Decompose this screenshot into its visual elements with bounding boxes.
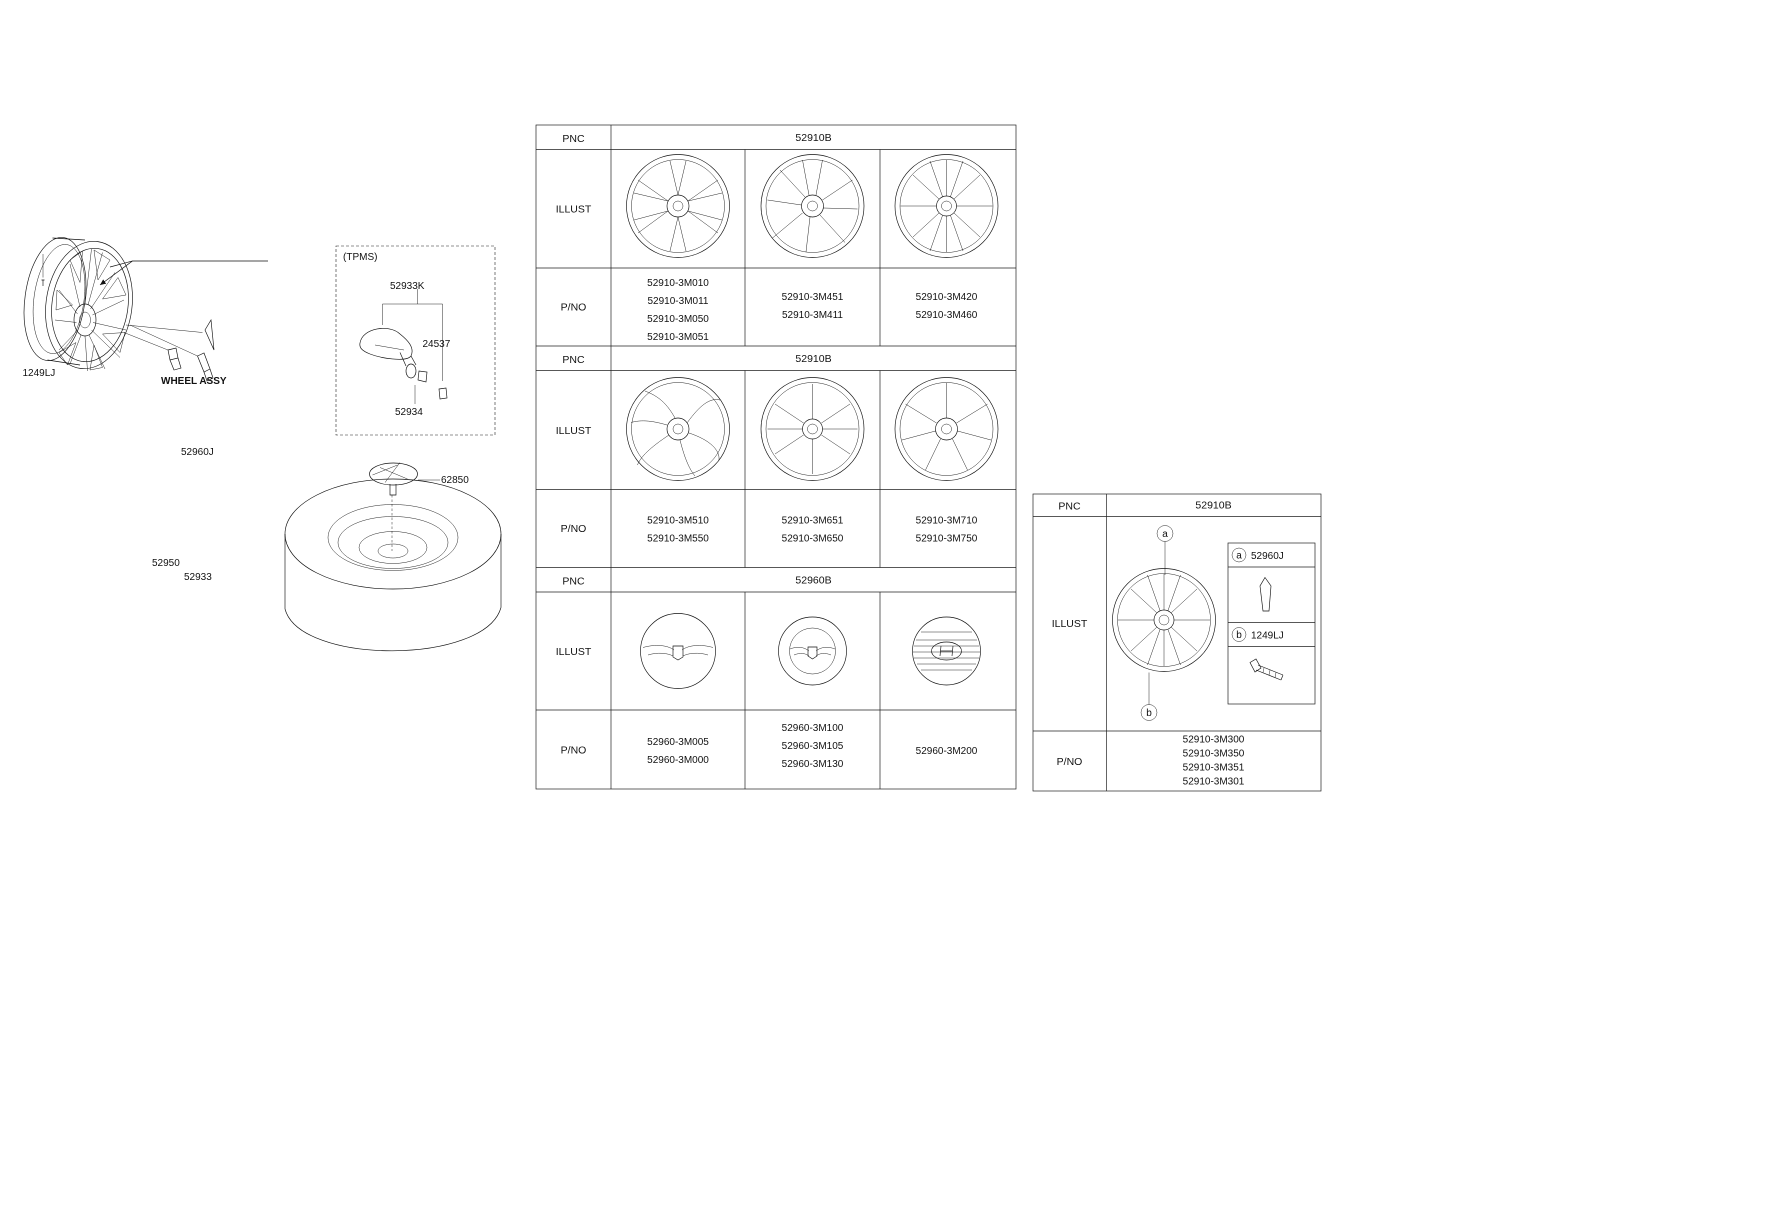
s2-c2-pno-2: 52910-3M650: [782, 534, 844, 545]
side-pnc-label: PNC: [1058, 501, 1081, 513]
s2-pnc-value: 52910B: [795, 353, 831, 365]
s3-c3-pno-1: 52960-3M200: [916, 746, 978, 757]
label-1249lj: 1249LJ: [23, 368, 56, 379]
alloy-wheel-window-icon: [894, 377, 999, 481]
wheel-assy-illustration: [23, 237, 133, 372]
s3-c2-pno-1: 52960-3M100: [782, 723, 844, 734]
center-cap-genesis-wing-small-icon: [778, 616, 847, 686]
label-24537: 24537: [423, 339, 451, 350]
s1-c3-pno-1: 52910-3M420: [916, 292, 978, 303]
side-pno-2: 52910-3M350: [1183, 749, 1245, 760]
tpms-box: [335, 245, 496, 436]
s3-pnc-label: PNC: [562, 576, 585, 588]
s2-c2-pno-1: 52910-3M651: [782, 516, 844, 527]
alloy-wheel-10-spoke-icon: [626, 154, 730, 258]
s1-c1-pno-1: 52910-3M010: [647, 278, 709, 289]
side-pno-1: 52910-3M300: [1183, 735, 1245, 746]
s2-c3-pno-1: 52910-3M710: [916, 516, 978, 527]
s1-c1-pno-2: 52910-3M011: [648, 296, 709, 307]
alloy-wheel-split-spoke-icon: [760, 154, 865, 258]
emblem-52960j-icon: [1259, 576, 1272, 612]
s2-c3-pno-2: 52910-3M750: [916, 534, 978, 545]
side-callout-a: a: [1162, 529, 1168, 540]
label-52950: 52950: [152, 558, 180, 569]
wheel-assy-label: WHEEL ASSY: [161, 376, 227, 387]
side-callout-b: b: [1146, 708, 1152, 719]
emblem-52960j-illustration: [125, 318, 215, 351]
s2-c1-pno-1: 52910-3M510: [647, 516, 709, 527]
alloy-wheel-petal-icon: [760, 377, 865, 481]
s3-c2-pno-2: 52960-3M105: [782, 741, 844, 752]
s1-pnc-value: 52910B: [795, 132, 831, 144]
side-inner-a: a: [1236, 551, 1242, 562]
s1-c2-pno-2: 52910-3M411: [782, 310, 843, 321]
s2-c1-pno-2: 52910-3M550: [647, 534, 709, 545]
valve-52933-illustration: [129, 324, 214, 382]
center-cap-hyundai-icon: [912, 616, 981, 686]
s2-pnc-label: PNC: [562, 354, 585, 366]
side-part-b-number: 1249LJ: [1251, 631, 1284, 642]
s2-illust-label: ILLUST: [556, 425, 592, 437]
s1-c1-pno-4: 52910-3M051: [647, 332, 709, 343]
side-pno-label: P/NO: [1057, 756, 1083, 768]
bolt-1249lj-illustration: [41, 254, 45, 286]
label-52933k: 52933K: [390, 281, 425, 292]
s3-c2-pno-3: 52960-3M130: [782, 759, 844, 770]
label-52933: 52933: [184, 572, 212, 583]
s1-pno-label: P/NO: [561, 302, 587, 314]
s3-pnc-value: 52960B: [795, 575, 831, 587]
s3-illust-label: ILLUST: [556, 646, 592, 658]
side-illust-label: ILLUST: [1052, 618, 1088, 630]
alloy-wheel-twist-spoke-icon: [626, 377, 730, 481]
side-parts-table: [1032, 493, 1322, 792]
tpms-title: (TPMS): [343, 252, 377, 263]
wheel-assy-leader: [99, 260, 268, 286]
side-inner-b: b: [1236, 630, 1242, 641]
s1-c1-pno-3: 52910-3M050: [647, 314, 709, 325]
side-part-a-number: 52960J: [1251, 551, 1284, 562]
s3-c1-pno-1: 52960-3M005: [647, 737, 709, 748]
s3-pno-label: P/NO: [561, 745, 587, 757]
label-62850: 62850: [441, 475, 469, 486]
nut-52950-illustration: [123, 332, 182, 371]
s3-c1-pno-2: 52960-3M000: [647, 755, 709, 766]
s1-c3-pno-2: 52910-3M460: [916, 310, 978, 321]
side-pnc-value: 52910B: [1195, 500, 1231, 512]
s1-illust-label: ILLUST: [556, 204, 592, 216]
alloy-wheel-multi-spoke-icon: [894, 154, 999, 258]
side-pno-4: 52910-3M301: [1183, 777, 1245, 788]
bolt-1249lj-icon: [1249, 658, 1284, 681]
spare-tire-illustration: [284, 462, 502, 652]
center-cap-genesis-wing-icon: [640, 613, 716, 689]
s2-pno-label: P/NO: [561, 523, 587, 535]
label-52960j: 52960J: [181, 447, 214, 458]
s1-c2-pno-1: 52910-3M451: [782, 292, 844, 303]
main-parts-table: [535, 124, 1017, 790]
s1-pnc-label: PNC: [562, 133, 585, 145]
side-pno-3: 52910-3M351: [1183, 763, 1245, 774]
label-52934: 52934: [395, 407, 423, 418]
